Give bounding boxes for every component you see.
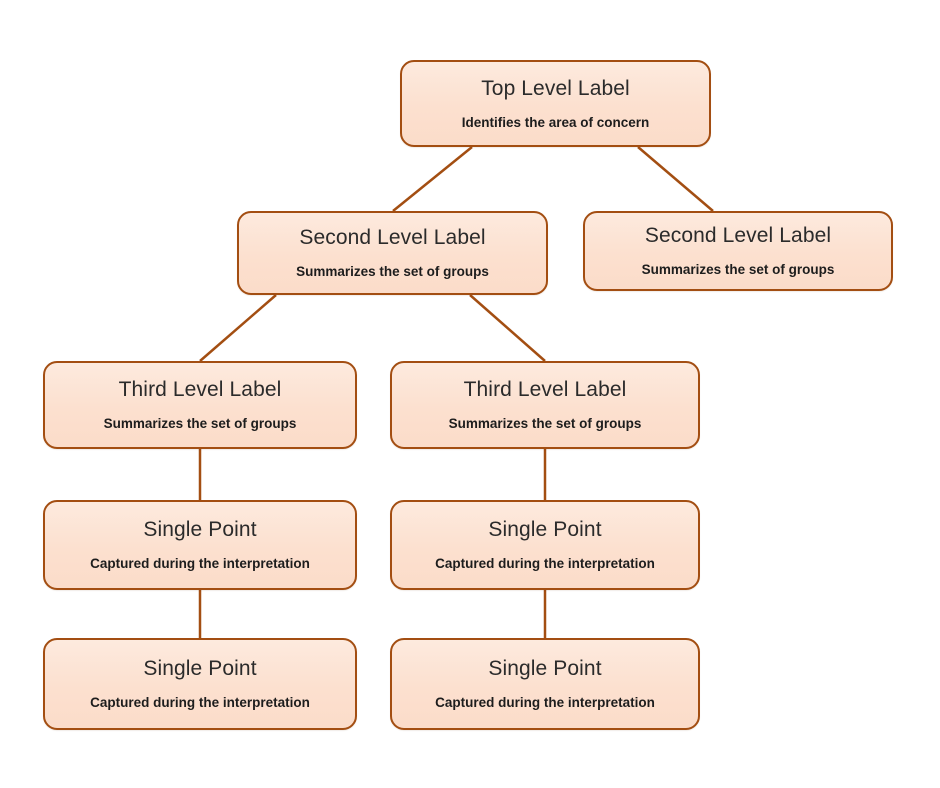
node-subtitle: Captured during the interpretation: [90, 556, 310, 572]
node-subtitle: Summarizes the set of groups: [641, 262, 835, 278]
node-top-level[interactable]: Top Level Label Identifies the area of c…: [400, 60, 711, 147]
edge-top-to-second-right: [637, 146, 714, 212]
node-subtitle: Captured during the interpretation: [435, 695, 655, 711]
node-third-level-left[interactable]: Third Level Label Summarizes the set of …: [43, 361, 357, 449]
node-second-level-right[interactable]: Second Level Label Summarizes the set of…: [583, 211, 893, 291]
node-title: Single Point: [488, 657, 602, 681]
node-subtitle: Summarizes the set of groups: [448, 416, 642, 432]
node-title: Top Level Label: [481, 76, 630, 100]
node-subtitle: Captured during the interpretation: [90, 695, 310, 711]
node-title: Single Point: [488, 518, 602, 542]
edge-second-left-to-third-left: [199, 294, 277, 362]
node-single-point-right-1[interactable]: Single Point Captured during the interpr…: [390, 500, 700, 590]
edge-top-to-second-left: [392, 146, 473, 212]
node-title: Second Level Label: [299, 226, 486, 250]
node-single-point-left-1[interactable]: Single Point Captured during the interpr…: [43, 500, 357, 590]
node-title: Third Level Label: [118, 378, 282, 402]
node-single-point-right-2[interactable]: Single Point Captured during the interpr…: [390, 638, 700, 730]
node-title: Single Point: [143, 518, 257, 542]
edge-second-left-to-third-right: [469, 294, 546, 362]
node-title: Second Level Label: [644, 224, 832, 248]
node-title: Third Level Label: [463, 378, 627, 402]
node-subtitle: Captured during the interpretation: [435, 556, 655, 572]
node-title: Single Point: [143, 657, 257, 681]
node-subtitle: Summarizes the set of groups: [296, 264, 489, 280]
node-third-level-right[interactable]: Third Level Label Summarizes the set of …: [390, 361, 700, 449]
node-subtitle: Summarizes the set of groups: [103, 416, 297, 432]
node-single-point-left-2[interactable]: Single Point Captured during the interpr…: [43, 638, 357, 730]
node-subtitle: Identifies the area of concern: [461, 114, 650, 130]
node-second-level-left[interactable]: Second Level Label Summarizes the set of…: [237, 211, 548, 295]
